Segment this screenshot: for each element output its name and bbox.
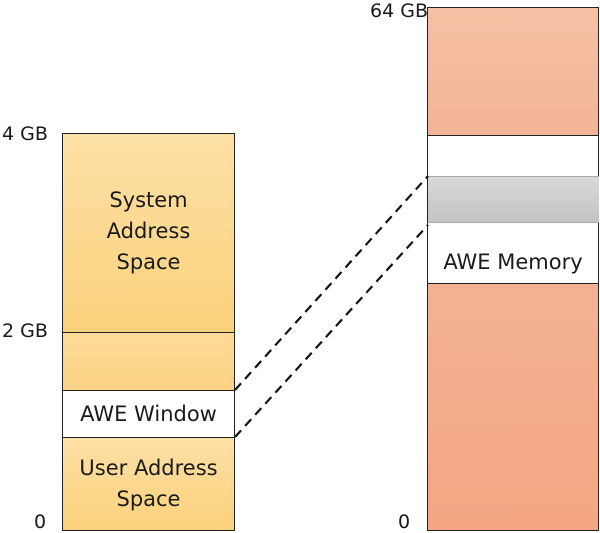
label-right-zero: 0 [398, 511, 411, 533]
label-64gb: 64 GB [370, 0, 428, 22]
mapped-page-block [427, 176, 599, 223]
label-2gb: 2 GB [2, 320, 48, 342]
mapping-line-top [234, 175, 429, 391]
user-address-space: User Address Space [62, 437, 235, 531]
label-4gb: 4 GB [2, 123, 48, 145]
user-space-upper [62, 332, 235, 392]
physical-memory-lower [427, 283, 599, 531]
mapping-line-bottom [234, 224, 429, 438]
system-address-space: System Address Space [62, 133, 235, 334]
awe-window: AWE Window [62, 390, 235, 439]
label-left-zero: 0 [34, 511, 47, 533]
